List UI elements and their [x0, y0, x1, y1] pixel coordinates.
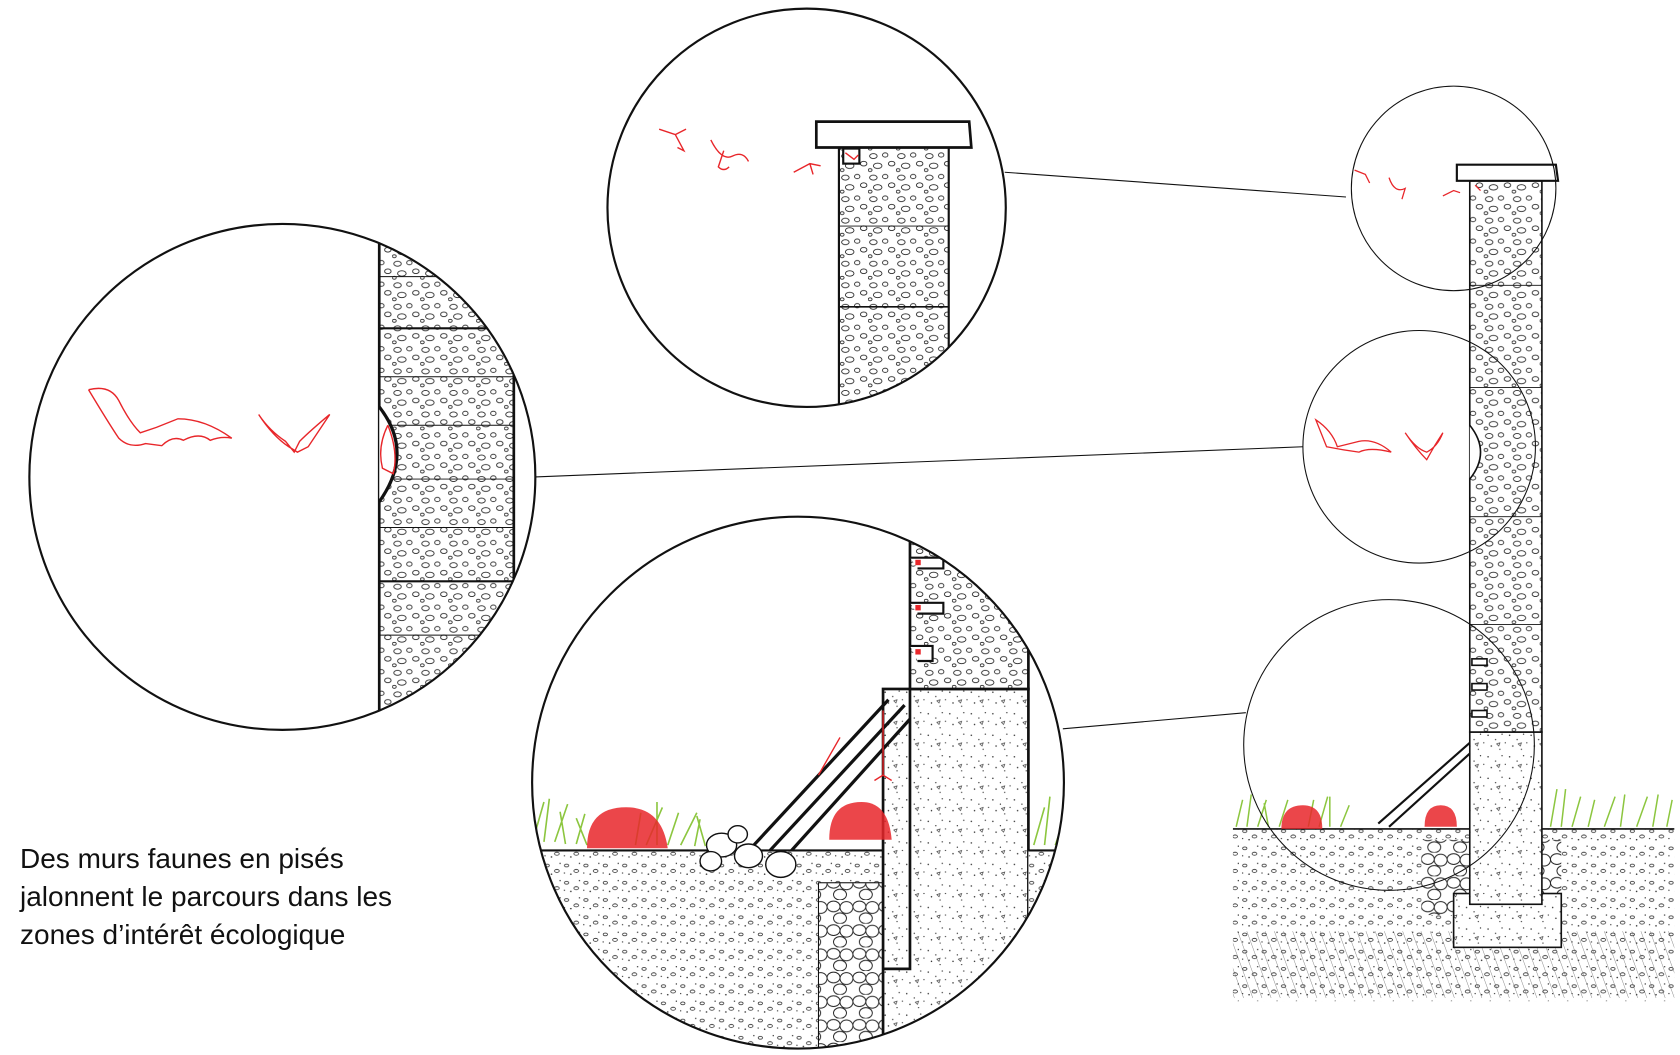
detail-wall-base-hedgehogs: [531, 515, 1065, 1050]
full-wall-section: [1232, 85, 1675, 1002]
bird-icon: [817, 710, 893, 782]
caption-text: Des murs faunes en pisés jalonnent le pa…: [20, 840, 500, 954]
hedgehog-icon: [587, 802, 892, 849]
hedgehog-icon: [1281, 805, 1457, 829]
callout-circle-top: [1350, 85, 1557, 292]
detail-wall-cap-birds: [606, 7, 1007, 409]
bat-icon: [1314, 418, 1444, 461]
callout-circle-bottom: [1243, 599, 1535, 891]
bird-icon: [658, 128, 859, 175]
connector-lines: [535, 171, 1347, 730]
bird-icon: [1354, 169, 1481, 200]
caption-line: jalonnent le parcours dans les: [20, 881, 393, 912]
connector-top: [1004, 171, 1347, 198]
bat-icon: [87, 387, 396, 475]
connector-bottom: [1062, 712, 1246, 730]
connector-middle: [535, 446, 1303, 478]
detail-wall-bats: [28, 222, 537, 731]
callout-circle-middle: [1302, 329, 1536, 564]
caption-line: zones d’intérêt écologique: [20, 919, 346, 950]
caption-line: Des murs faunes en pisés: [20, 843, 344, 874]
